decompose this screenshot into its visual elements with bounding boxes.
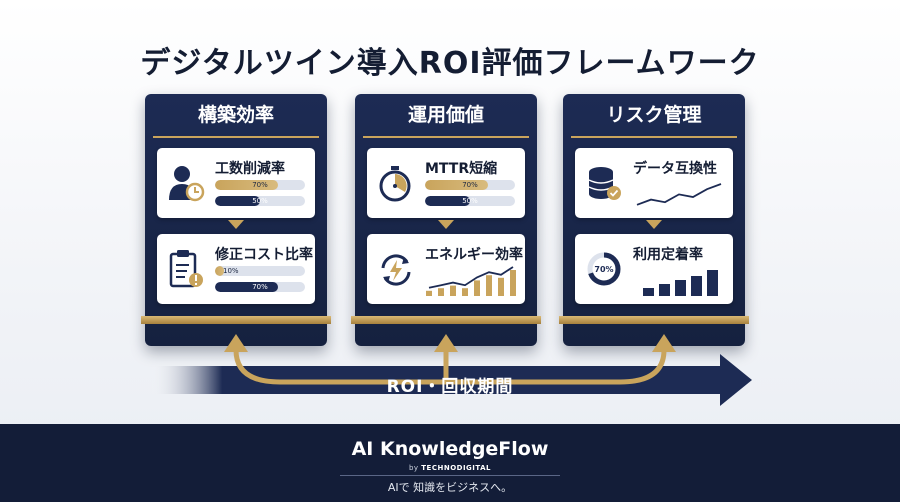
chart-bar <box>438 288 444 296</box>
card-labor-reduction: 工数削減率 70% 50% <box>157 148 315 218</box>
chart-bar <box>426 290 432 296</box>
card-label: データ互換性 <box>633 161 717 177</box>
up-arrow-icon <box>652 334 676 352</box>
byline: by TECHNODIGITAL <box>0 464 900 472</box>
byline-company: TECHNODIGITAL <box>421 464 492 472</box>
card-label: 修正コスト比率 <box>215 247 313 263</box>
down-arrow-icon <box>438 220 454 229</box>
chart-bar <box>691 276 702 296</box>
progress-fill <box>215 282 278 292</box>
progress-text: 50% <box>462 197 478 205</box>
chart-bar <box>659 284 670 296</box>
gold-base <box>141 316 331 324</box>
byline-prefix: by <box>408 464 419 472</box>
gold-divider <box>571 136 737 138</box>
column-title: 運用価値 <box>407 104 484 126</box>
donut-text: 70% <box>594 265 613 274</box>
gold-divider <box>153 136 319 138</box>
up-arrow-icon <box>224 334 248 352</box>
card-adoption-rate: 70% 利用定着率 <box>575 234 733 304</box>
up-arrow-icon <box>434 334 458 352</box>
chart-line <box>428 266 514 289</box>
card-label: MTTR短縮 <box>425 161 498 177</box>
gold-base <box>351 316 541 324</box>
card-label: 利用定着率 <box>633 247 703 263</box>
chart-bar <box>675 280 686 296</box>
clipboard-alert-icon <box>169 250 203 288</box>
chart-line <box>636 183 722 206</box>
gold-divider <box>363 136 529 138</box>
chart-bar <box>474 280 480 296</box>
brand-name: AI KnowledgeFlow <box>351 438 549 460</box>
page-title: デジタルツイン導入ROI評価フレームワーク <box>140 46 760 81</box>
chart-bar <box>510 270 516 296</box>
chart-bar <box>450 285 456 296</box>
column-operation-value: 運用価値 MTTR短縮 70% 50% エネルギー効率 <box>351 94 541 346</box>
card-fix-cost-ratio: 修正コスト比率 10% 70% <box>157 234 315 304</box>
column-build-efficiency: 構築効率 工数削減率 70% 50% 修正コスト比率 <box>141 94 331 346</box>
database-check-icon <box>588 167 621 200</box>
progress-fill <box>425 196 470 206</box>
donut-70-icon: 70% <box>587 252 621 286</box>
progress-bar <box>215 196 305 206</box>
donut-arc <box>587 252 621 286</box>
chart-bar <box>643 288 654 296</box>
column-title: リスク管理 <box>606 104 702 126</box>
chart-bar <box>462 288 468 296</box>
footer-divider <box>340 475 560 476</box>
compatibility-mini-chart <box>636 183 722 206</box>
down-arrow-icon <box>228 220 244 229</box>
card-energy-efficiency: エネルギー効率 <box>367 234 525 304</box>
gold-base <box>559 316 749 324</box>
progress-text: 70% <box>462 181 478 189</box>
chart-bar <box>486 275 492 296</box>
energy-cycle-icon <box>381 254 411 286</box>
progress-bar <box>215 266 305 276</box>
progress-bar <box>425 196 515 206</box>
adoption-mini-chart <box>643 270 718 296</box>
progress-bar <box>215 282 305 292</box>
card-label: エネルギー効率 <box>425 247 523 263</box>
progress-fill <box>215 196 260 206</box>
footer: AI KnowledgeFlow by TECHNODIGITAL AIで 知識… <box>0 424 900 502</box>
card-data-compatibility: データ互換性 <box>575 148 733 218</box>
progress-fill <box>215 266 224 276</box>
user-clock-icon <box>169 166 205 202</box>
progress-text: 10% <box>223 267 239 275</box>
progress-text: 70% <box>252 283 268 291</box>
down-arrow-icon <box>646 220 662 229</box>
card-mttr: MTTR短縮 70% 50% <box>367 148 525 218</box>
progress-bar <box>215 180 305 190</box>
energy-mini-chart <box>426 266 516 296</box>
flow-label: ROI・回収期間 <box>386 377 514 397</box>
progress-text: 50% <box>252 197 268 205</box>
card-label: 工数削減率 <box>215 161 285 177</box>
chart-bar <box>707 270 718 296</box>
roi-flow-arrow <box>150 334 752 406</box>
progress-bar <box>425 180 515 190</box>
stopwatch-icon <box>379 166 411 202</box>
progress-fill <box>215 180 278 190</box>
column-title: 構築効率 <box>197 104 274 126</box>
progress-text: 70% <box>252 181 268 189</box>
progress-fill <box>425 180 488 190</box>
gold-connector <box>233 349 667 385</box>
chart-bar <box>498 277 504 296</box>
column-risk-management: リスク管理 データ互換性 70% 利用定着率 <box>559 94 749 346</box>
tagline: AIで 知識をビジネスへ。 <box>387 481 513 494</box>
